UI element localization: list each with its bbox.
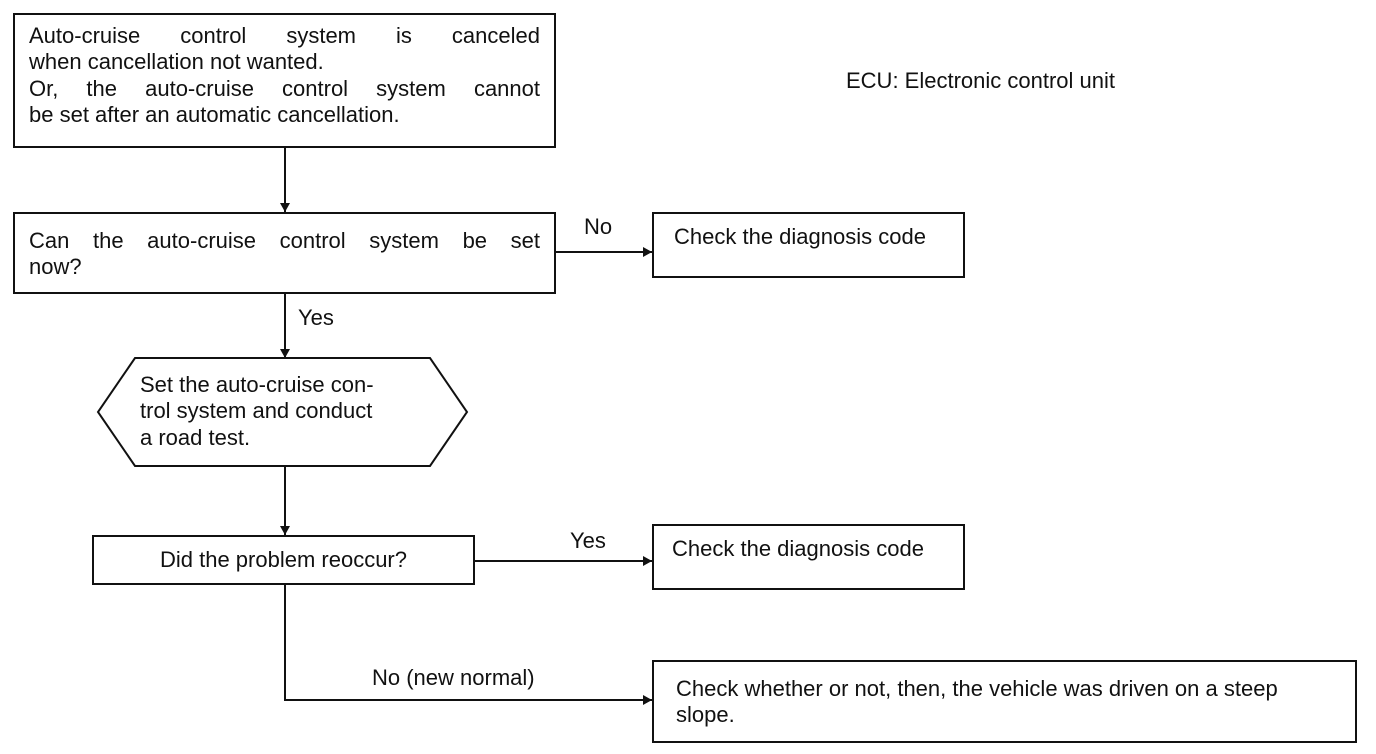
arrowhead-check2 bbox=[643, 556, 652, 566]
question-can-set-line-2: now? bbox=[29, 254, 82, 280]
action-line-2: trol system and conduct bbox=[140, 398, 373, 424]
start-box: Auto-cruise control system is canceled w… bbox=[13, 13, 556, 148]
check-diagnosis-code-text-1: Check the diagnosis code bbox=[674, 224, 926, 249]
edge-label-yes-1: Yes bbox=[298, 305, 334, 330]
arrowhead-action bbox=[280, 349, 290, 358]
arrowhead-check1 bbox=[643, 247, 652, 257]
question-can-set-box: Can the auto-cruise control system be se… bbox=[13, 212, 556, 294]
arrowhead-check3 bbox=[643, 695, 652, 705]
edge-label-no: No bbox=[584, 214, 613, 239]
edge-label-yes-2: Yes bbox=[570, 528, 606, 553]
action-box-text: Set the auto-cruise con- trol system and… bbox=[140, 372, 440, 451]
check-steep-slope-line-1: Check whether or not, then, the vehicle … bbox=[676, 676, 1278, 701]
connector-q2-check3 bbox=[284, 585, 652, 701]
start-line-2: when cancellation not wanted. bbox=[29, 49, 324, 75]
check-diagnosis-code-box-2: Check the diagnosis code bbox=[652, 524, 965, 590]
check-steep-slope-box: Check whether or not, then, the vehicle … bbox=[652, 660, 1357, 743]
question-reoccur-box: Did the problem reoccur? bbox=[92, 535, 475, 585]
ecu-legend: ECU: Electronic control unit bbox=[846, 68, 1115, 93]
check-diagnosis-code-text-2: Check the diagnosis code bbox=[672, 536, 924, 561]
action-line-1: Set the auto-cruise con- bbox=[140, 372, 374, 397]
action-line-3: a road test. bbox=[140, 424, 251, 450]
start-line-3: Or, the auto-cruise control system canno… bbox=[29, 75, 540, 101]
question-reoccur-text: Did the problem reoccur? bbox=[159, 546, 407, 572]
action-hexagon bbox=[96, 357, 469, 467]
check-steep-slope-line-2: slope. bbox=[676, 702, 735, 728]
start-line-1: Auto-cruise control system is canceled bbox=[29, 23, 540, 48]
start-line-4: be set after an automatic cancellation. bbox=[29, 102, 400, 128]
check-diagnosis-code-box-1: Check the diagnosis code bbox=[652, 212, 965, 278]
question-can-set-line-1: Can the auto-cruise control system be se… bbox=[29, 228, 540, 253]
arrowhead-q1 bbox=[280, 203, 290, 212]
edge-label-no-new-normal: No (new normal) bbox=[372, 665, 535, 690]
arrowhead-q2 bbox=[280, 526, 290, 535]
